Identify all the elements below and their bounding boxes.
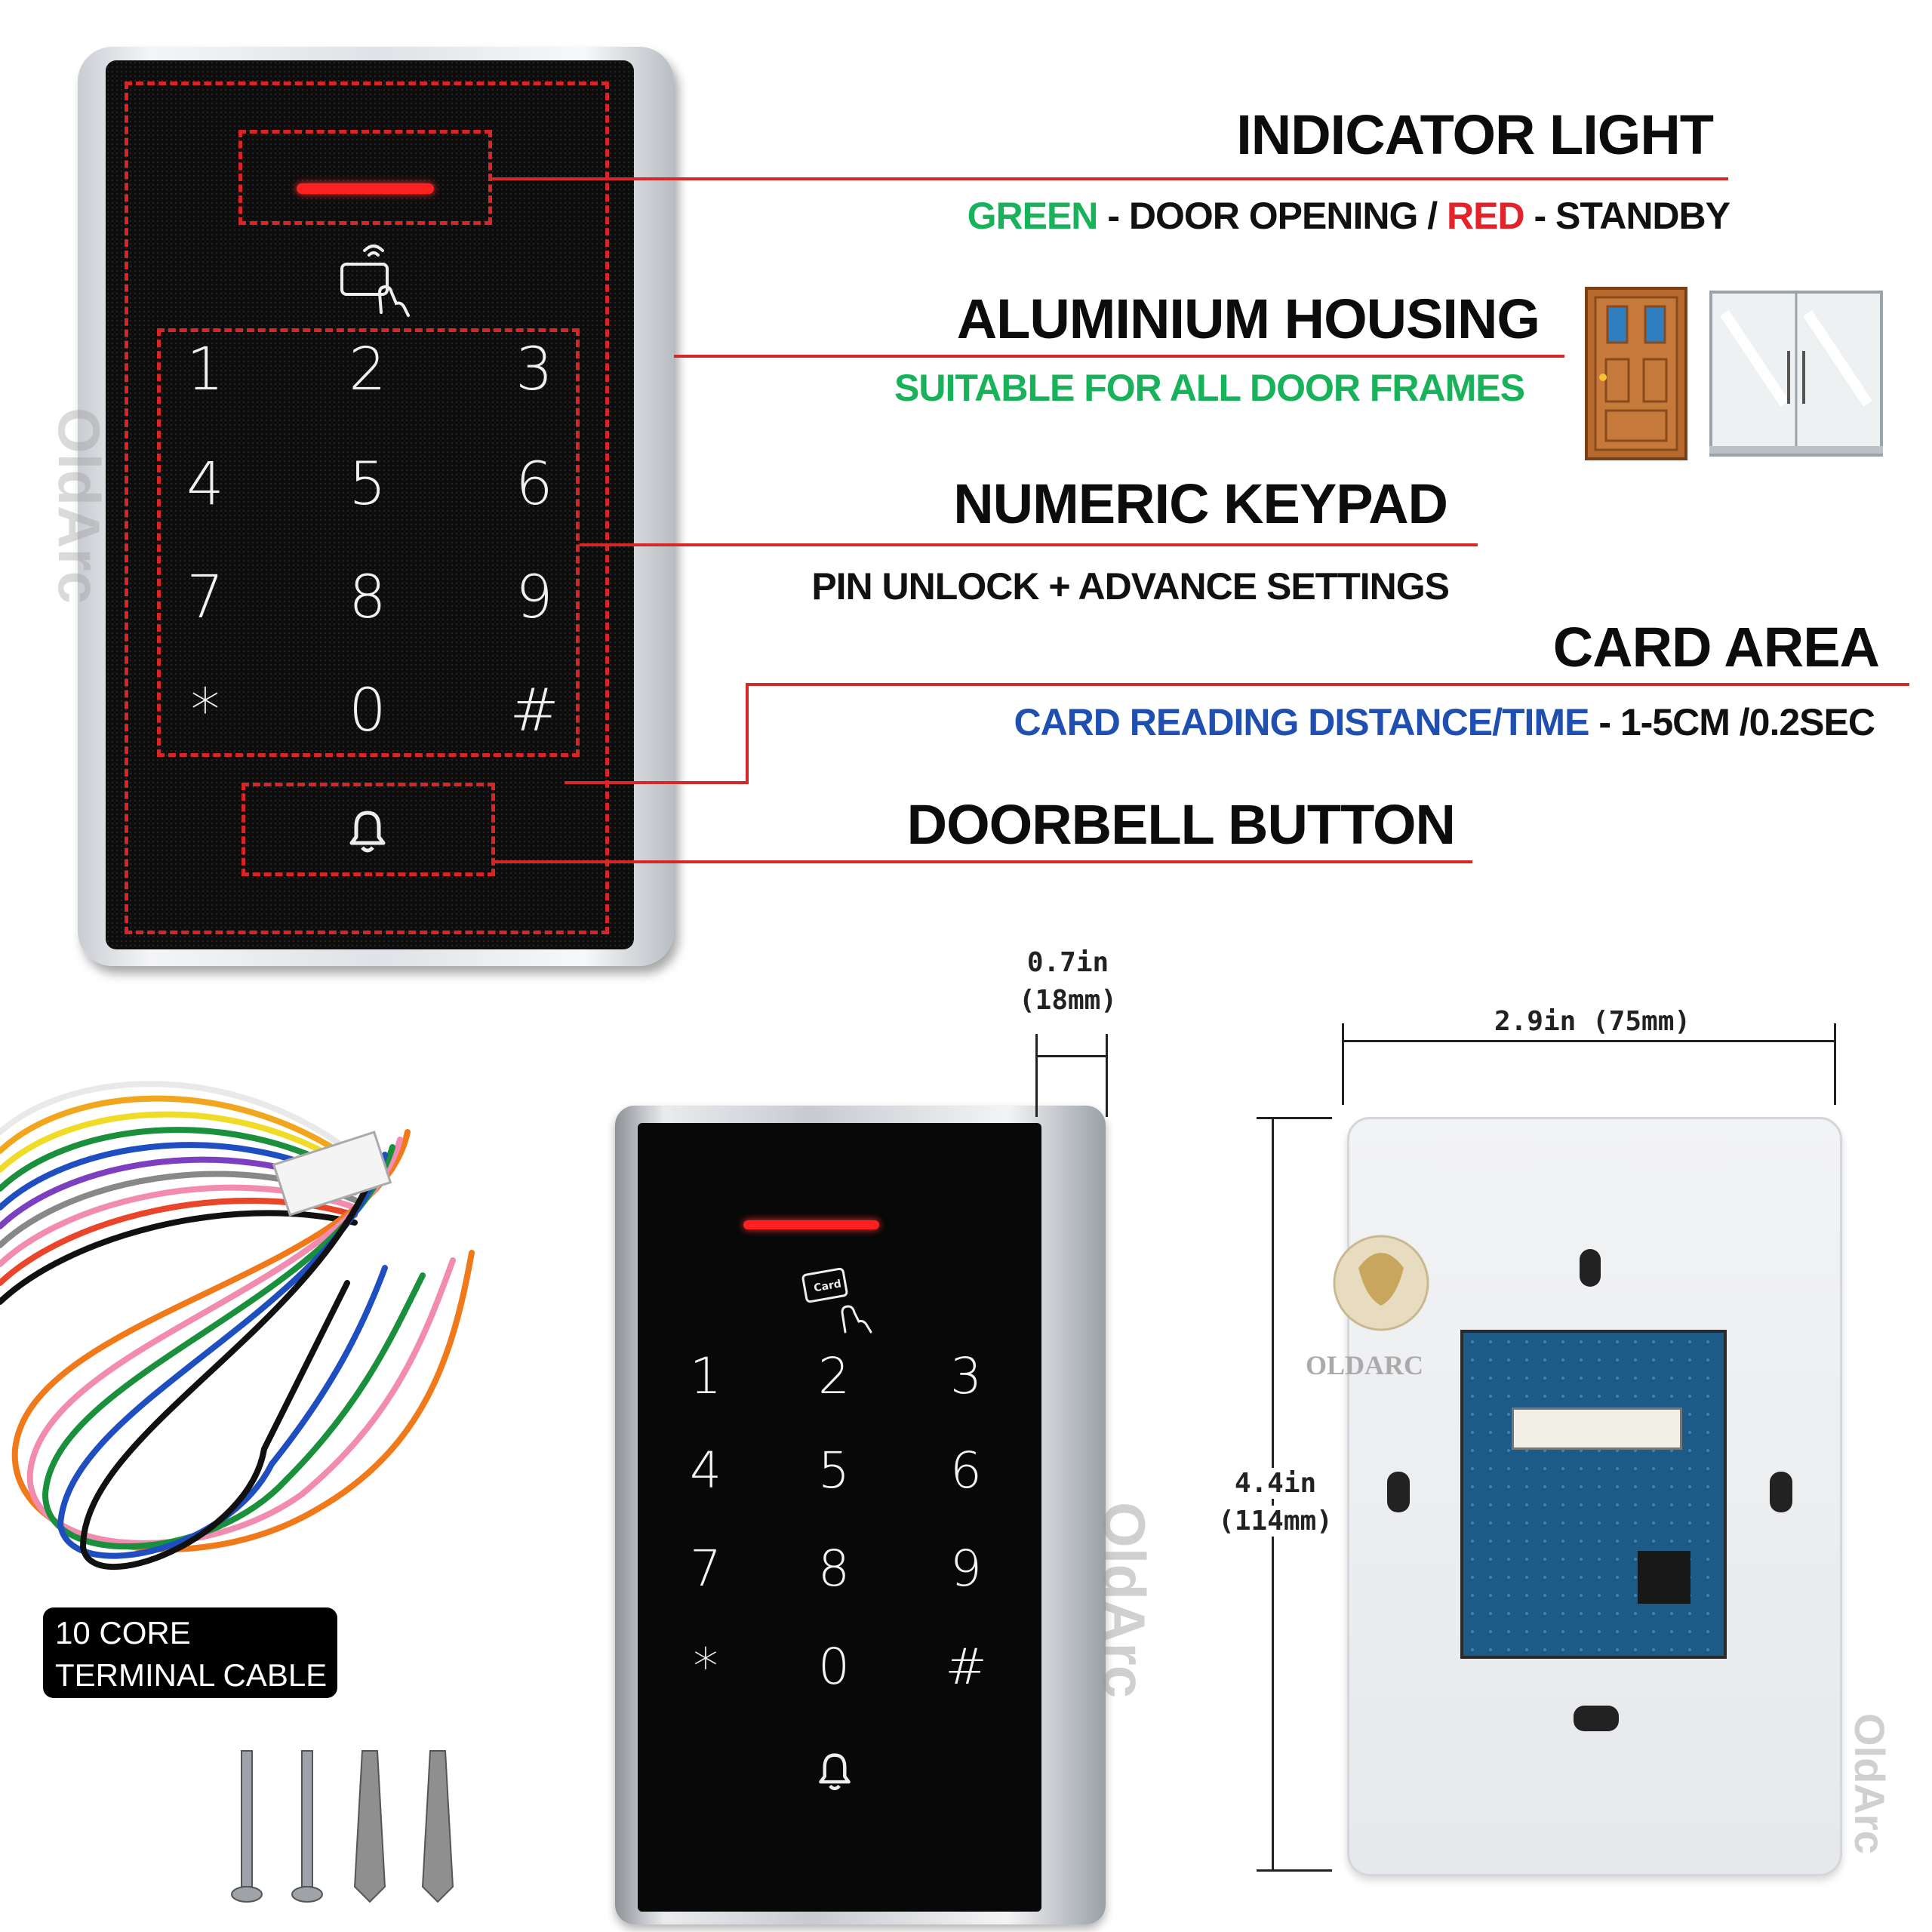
width-tick-right	[1834, 1023, 1836, 1105]
terminal-connector	[1512, 1407, 1682, 1450]
card-line-upper	[746, 683, 1909, 686]
indicator-light	[297, 183, 434, 194]
key-1[interactable]: 1	[186, 336, 224, 404]
mount-hole-top	[1580, 1249, 1601, 1287]
side-key-4[interactable]: 4	[690, 1441, 721, 1500]
height-tick-top	[1257, 1117, 1332, 1119]
key-0[interactable]: 0	[349, 677, 386, 745]
side-view-card-icon: Card	[801, 1267, 872, 1334]
height-tick-bottom	[1257, 1869, 1332, 1872]
red-word: RED	[1447, 195, 1525, 237]
key-7[interactable]: 7	[186, 564, 224, 632]
back-watermark: OldArc	[1846, 1713, 1894, 1854]
side-key-8[interactable]: 8	[818, 1540, 850, 1598]
side-key-hash[interactable]: #	[945, 1638, 987, 1696]
watermark: OldArc	[46, 408, 112, 605]
depth-line-right	[1106, 1034, 1108, 1117]
side-key-6[interactable]: 6	[950, 1441, 982, 1500]
side-key-1[interactable]: 1	[690, 1347, 721, 1405]
keypad-subtitle: PIN UNLOCK + ADVANCE SETTINGS	[811, 565, 1450, 608]
cable-tag-line1: 10 CORE	[55, 1615, 191, 1651]
card-subtitle: CARD READING DISTANCE/TIME - 1-5CM /0.2S…	[1014, 700, 1875, 744]
glass-door-icon	[1709, 291, 1883, 457]
side-view-bell-icon	[819, 1753, 851, 1791]
key-9[interactable]: 9	[515, 564, 553, 632]
height-inch: 4.4in	[1223, 1468, 1328, 1499]
mount-hole-right	[1770, 1472, 1792, 1512]
card-title: CARD AREA	[1552, 616, 1880, 678]
indicator-middle: - DOOR OPENING /	[1097, 195, 1447, 237]
card-label: Card	[813, 1278, 842, 1294]
side-watermark: OldArc	[1091, 1502, 1158, 1699]
mount-hole-left	[1387, 1472, 1410, 1512]
indicator-line	[491, 177, 1728, 180]
circuit-board	[1460, 1330, 1727, 1659]
key-3[interactable]: 3	[515, 336, 553, 404]
microchip	[1638, 1551, 1690, 1604]
housing-subtitle: SUITABLE FOR ALL DOOR FRAMES	[894, 367, 1525, 409]
side-key-7[interactable]: 7	[690, 1540, 721, 1598]
keypad-face	[106, 60, 634, 949]
key-6[interactable]: 6	[515, 451, 553, 518]
wooden-door-icon	[1585, 287, 1687, 460]
card-line-vertical	[746, 683, 749, 784]
indicator-outline	[238, 130, 492, 225]
side-key-3[interactable]: 3	[950, 1347, 982, 1405]
width-label: 2.9in (75mm)	[1494, 1006, 1691, 1037]
keypad-line	[580, 543, 1478, 546]
key-4[interactable]: 4	[186, 451, 224, 518]
key-star[interactable]: *	[190, 677, 220, 745]
key-2[interactable]: 2	[349, 336, 386, 404]
depth-arrow	[1035, 1055, 1108, 1057]
seal-brand: OLDARC	[1306, 1350, 1424, 1380]
side-key-2[interactable]: 2	[818, 1347, 850, 1405]
card-sub-black: - 1-5CM /0.2SEC	[1589, 701, 1875, 743]
screws-and-anchors	[231, 1750, 454, 1903]
side-key-0[interactable]: 0	[818, 1638, 850, 1696]
mount-hole-bottom	[1574, 1706, 1619, 1731]
side-key-5[interactable]: 5	[818, 1441, 850, 1500]
card-tap-icon	[340, 245, 410, 317]
depth-mm: (18mm)	[1018, 985, 1118, 1016]
terminal-cable-image	[0, 1081, 475, 1570]
keypad-outline	[157, 328, 580, 757]
doorbell-outline	[242, 783, 495, 876]
card-sub-blue: CARD READING DISTANCE/TIME	[1014, 701, 1589, 743]
side-key-star[interactable]: *	[693, 1638, 718, 1696]
brand-seal	[1333, 1235, 1429, 1331]
depth-line-left	[1035, 1034, 1038, 1117]
doorbell-line	[495, 860, 1472, 863]
card-area-outline	[125, 82, 609, 934]
doorbell-title: DOORBELL BUTTON	[906, 793, 1456, 856]
width-line	[1342, 1040, 1836, 1042]
height-mm: (114mm)	[1215, 1506, 1336, 1537]
keypad-title: NUMERIC KEYPAD	[953, 472, 1448, 535]
key-8[interactable]: 8	[349, 564, 386, 632]
cable-tag: 10 CORE TERMINAL CABLE	[43, 1607, 337, 1698]
indicator-end: - STANDBY	[1524, 195, 1730, 237]
bell-icon	[349, 811, 386, 853]
width-tick-left	[1342, 1023, 1344, 1105]
housing-title: ALUMINIUM HOUSING	[956, 288, 1540, 350]
side-view-indicator	[743, 1220, 879, 1229]
key-hash[interactable]: #	[509, 677, 559, 745]
housing-line	[674, 355, 1564, 358]
card-line-lower	[565, 781, 749, 784]
side-key-9[interactable]: 9	[950, 1540, 982, 1598]
key-5[interactable]: 5	[349, 451, 386, 518]
cable-tag-line2: TERMINAL CABLE	[55, 1657, 328, 1693]
side-view-face	[638, 1123, 1041, 1912]
indicator-title: INDICATOR LIGHT	[1236, 103, 1714, 166]
depth-inch: 0.7in	[1026, 947, 1109, 978]
indicator-subtitle: GREEN - DOOR OPENING / RED - STANDBY	[968, 194, 1730, 238]
green-word: GREEN	[967, 195, 1099, 237]
